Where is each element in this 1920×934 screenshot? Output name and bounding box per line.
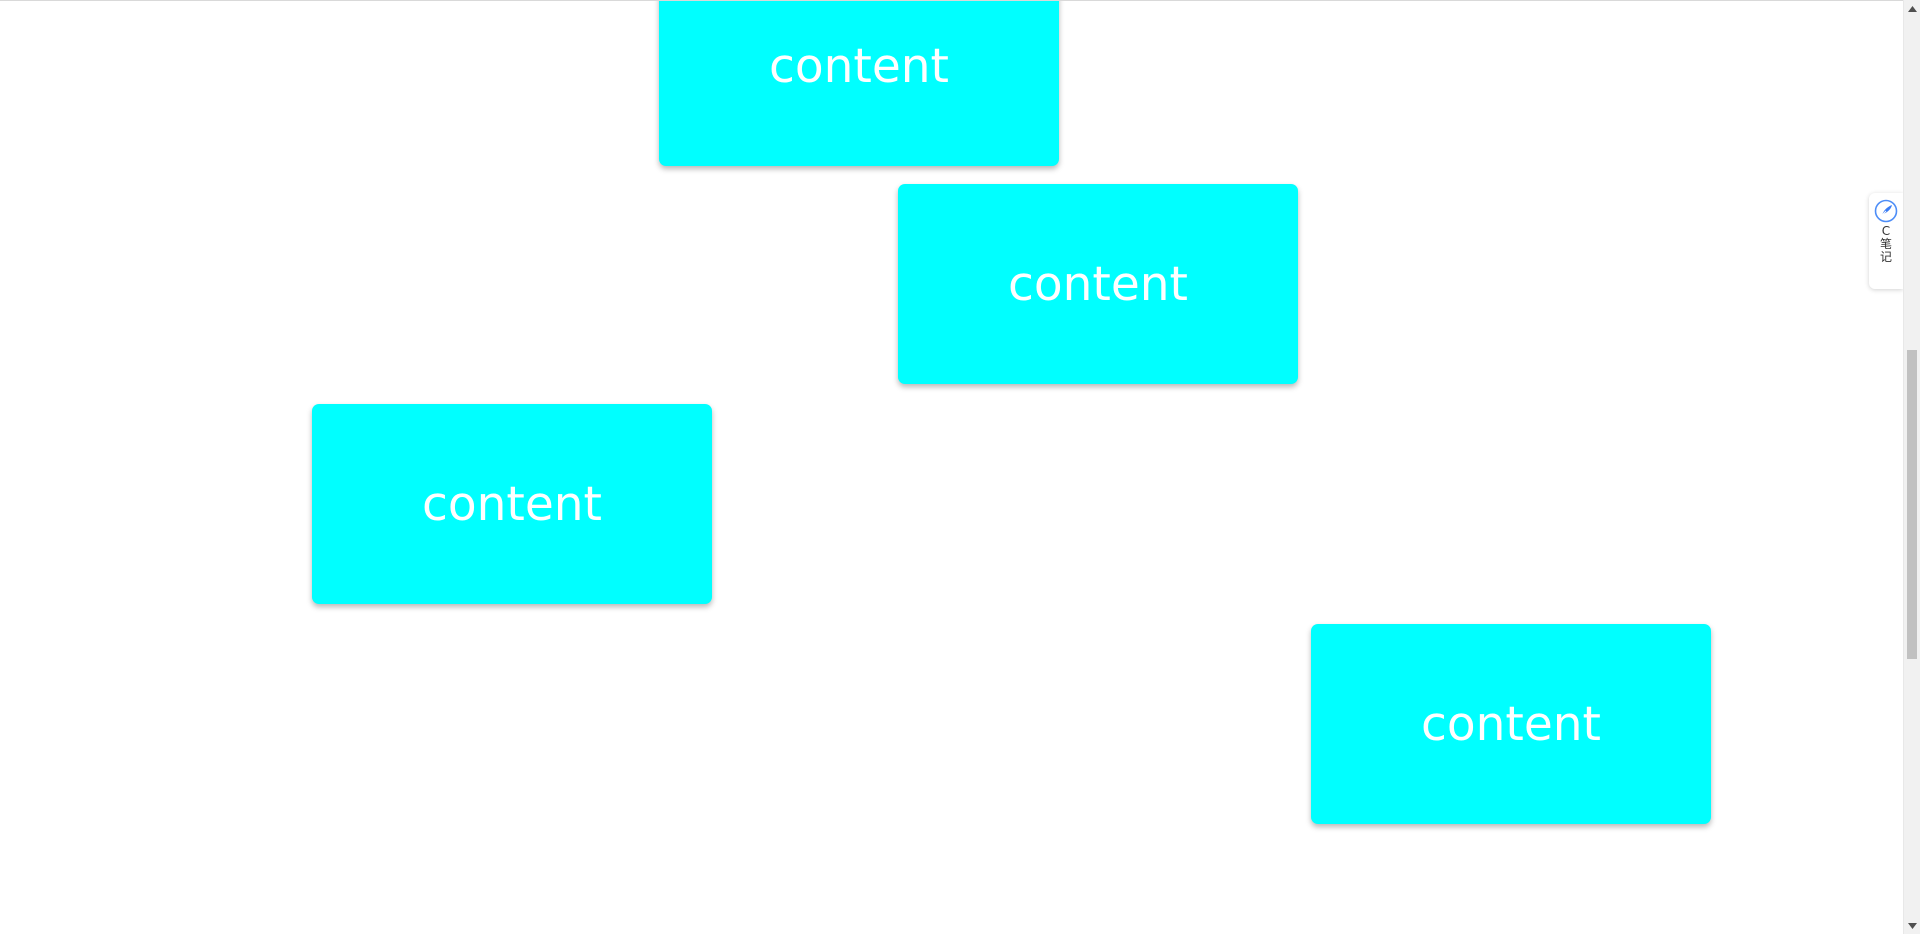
content-card-3: content [312, 404, 712, 604]
content-card-2: content [898, 184, 1298, 384]
content-card-4: content [1311, 624, 1711, 824]
content-card-label: content [1008, 256, 1188, 312]
content-card-label: content [422, 476, 602, 532]
triangle-down-icon [1908, 922, 1917, 929]
content-card-label: content [1421, 696, 1601, 752]
notes-widget-label: C笔记 [1879, 224, 1892, 264]
scroll-up-button[interactable] [1904, 0, 1920, 17]
notes-side-widget[interactable]: C笔记 [1869, 193, 1903, 289]
vertical-scrollbar[interactable] [1903, 0, 1920, 934]
triangle-up-icon [1908, 5, 1917, 12]
content-card-1: content [659, 1, 1059, 166]
content-card-label: content [769, 38, 949, 94]
scrollbar-thumb[interactable] [1907, 350, 1917, 659]
feather-pen-icon [1874, 199, 1898, 223]
scroll-down-button[interactable] [1904, 917, 1920, 934]
